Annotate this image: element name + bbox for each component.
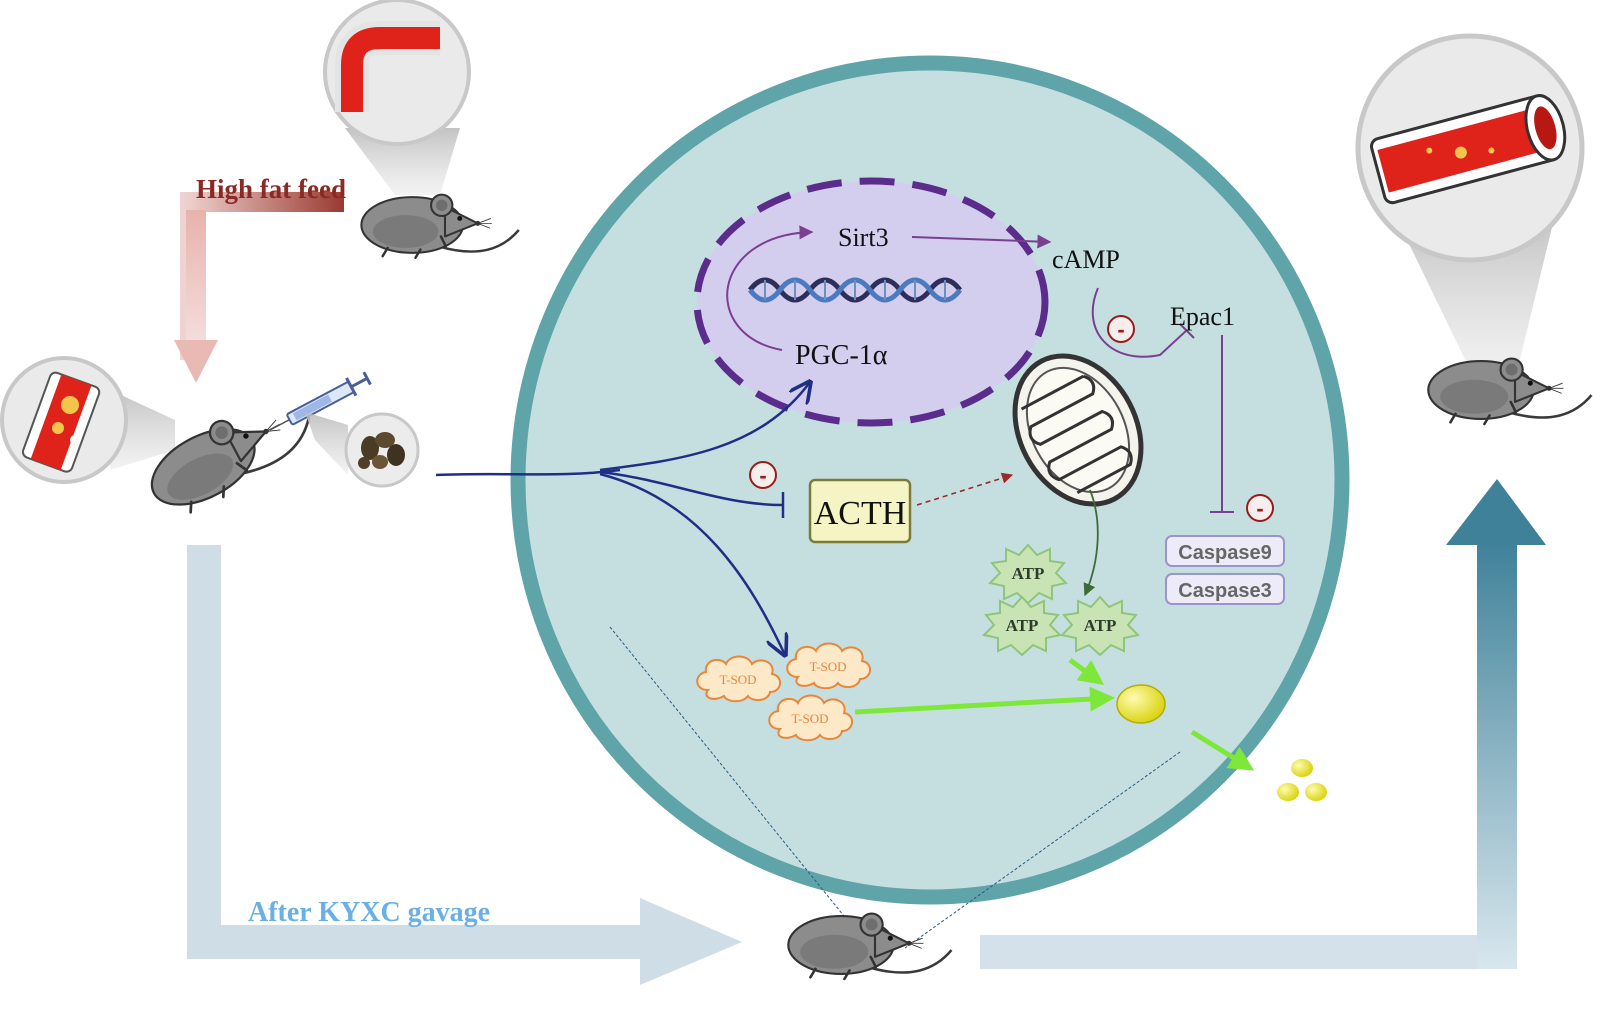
atp-3: ATP <box>1061 596 1139 656</box>
inhibit-sign-caspase: - <box>1246 494 1274 522</box>
mito-to-atp-arrow <box>1083 489 1099 597</box>
pgc-label: PGC-1α <box>795 340 888 371</box>
mouse-icon-bottom <box>787 912 953 981</box>
camp-label: cAMP <box>1052 245 1120 274</box>
small-particles-icon <box>1277 759 1327 801</box>
svg-text:ATP: ATP <box>1084 616 1117 635</box>
ros-particle-icon <box>1116 684 1166 724</box>
svg-text:ACTH: ACTH <box>814 495 907 532</box>
mouse-icon-right <box>1427 357 1593 426</box>
tsod-1: T-SOD <box>696 655 782 703</box>
pgc-to-sirt3-loop <box>726 225 814 351</box>
zoom-cone-herb <box>305 412 348 475</box>
kyxc-drug-arrows <box>435 382 810 655</box>
mouse-icon-left <box>136 381 325 527</box>
high-fat-arrow <box>174 192 344 383</box>
particle-out-arrow <box>1190 729 1255 771</box>
zoom-cone-top <box>345 128 460 195</box>
svg-text:Caspase3: Caspase3 <box>1178 580 1271 602</box>
vessel-icon-right <box>1355 33 1585 263</box>
sirt3-label: Sirt3 <box>838 223 889 252</box>
svg-text:Caspase9: Caspase9 <box>1178 542 1271 564</box>
recovery-flow-arrow <box>980 479 1546 969</box>
mitochondrion-icon <box>1012 353 1144 507</box>
herb-icon <box>344 412 420 488</box>
svg-text:-: - <box>759 463 766 488</box>
svg-text:-: - <box>1256 496 1263 521</box>
mouse-icon-top <box>360 193 521 260</box>
svg-text:-: - <box>1117 317 1124 342</box>
acth-box: ACTH <box>808 478 912 544</box>
dna-icon <box>748 277 962 303</box>
acth-to-mito-arrow <box>916 472 1014 506</box>
atp-2: ATP <box>983 596 1061 656</box>
atp-to-particle-arrow <box>1068 657 1105 685</box>
tsod-to-particle-arrow <box>854 686 1115 715</box>
sirt3-to-camp-arrow <box>911 234 1052 249</box>
epac1-label: Epac1 <box>1170 302 1235 331</box>
zoom-lines <box>609 626 1181 959</box>
high-fat-feed-label: High fat feed <box>196 174 346 204</box>
svg-text:ATP: ATP <box>1006 616 1039 635</box>
syringe-icon <box>269 371 372 431</box>
inhibit-sign-camp: - <box>1107 315 1135 343</box>
after-gavage-label: After KYXC gavage <box>248 897 490 928</box>
inhibit-sign-acth: - <box>749 461 777 489</box>
tsod-3: T-SOD <box>768 694 854 742</box>
camp-inhibit-epac1 <box>1091 287 1188 358</box>
svg-text:ATP: ATP <box>1012 564 1045 583</box>
tsod-2: T-SOD <box>786 642 872 690</box>
svg-text:T-SOD: T-SOD <box>719 672 756 687</box>
nucleus <box>693 177 1049 427</box>
vessel-icon-left <box>0 356 128 484</box>
vessel-icon-top <box>323 0 471 146</box>
caspase9-box: Caspase9 <box>1165 535 1285 567</box>
svg-text:T-SOD: T-SOD <box>809 659 846 674</box>
atp-1: ATP <box>989 544 1067 604</box>
caspase3-box: Caspase3 <box>1165 573 1285 605</box>
svg-text:T-SOD: T-SOD <box>791 711 828 726</box>
gavage-flow-arrow <box>187 545 742 985</box>
